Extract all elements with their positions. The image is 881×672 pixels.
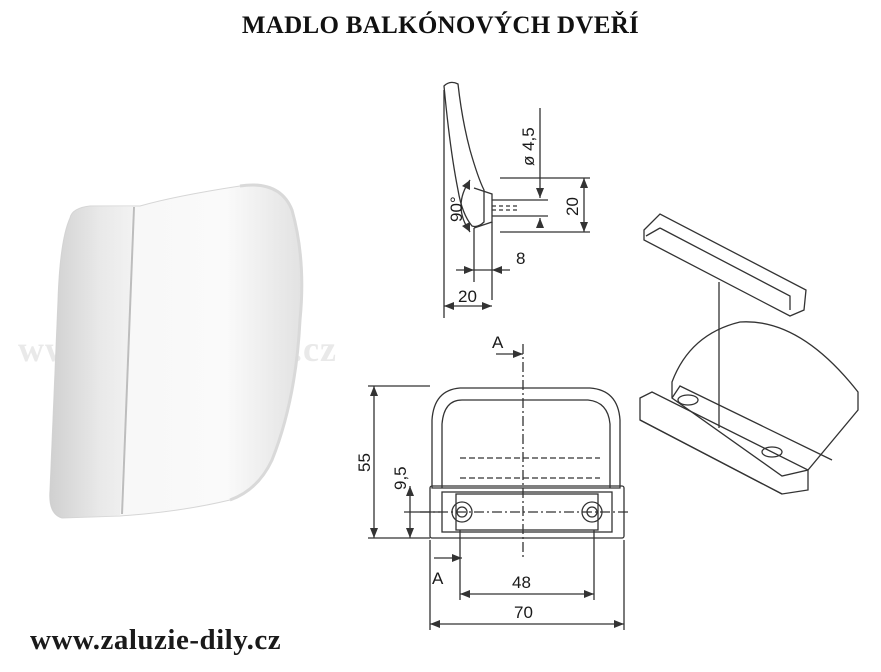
dim-hole-diameter: ø 4,5: [519, 127, 538, 166]
dim-hole-height: 9,5: [391, 466, 410, 490]
isometric-view: [639, 213, 859, 495]
dim-hole-spacing: 48: [512, 573, 531, 592]
footer-url[interactable]: www.zaluzie-dily.cz: [30, 624, 282, 656]
section-label-bottom: A: [432, 569, 444, 588]
dim-side-depth-inner: 8: [516, 249, 525, 268]
section-label-top: A: [492, 333, 504, 352]
dim-front-height: 55: [355, 453, 374, 472]
dim-side-height: 20: [563, 197, 582, 216]
dim-angle-90: 90°: [447, 196, 466, 222]
dim-side-depth-outer: 20: [458, 287, 477, 306]
dim-front-width: 70: [514, 603, 533, 622]
page-title: MADLO BALKÓNOVÝCH DVEŘÍ: [241, 12, 640, 39]
